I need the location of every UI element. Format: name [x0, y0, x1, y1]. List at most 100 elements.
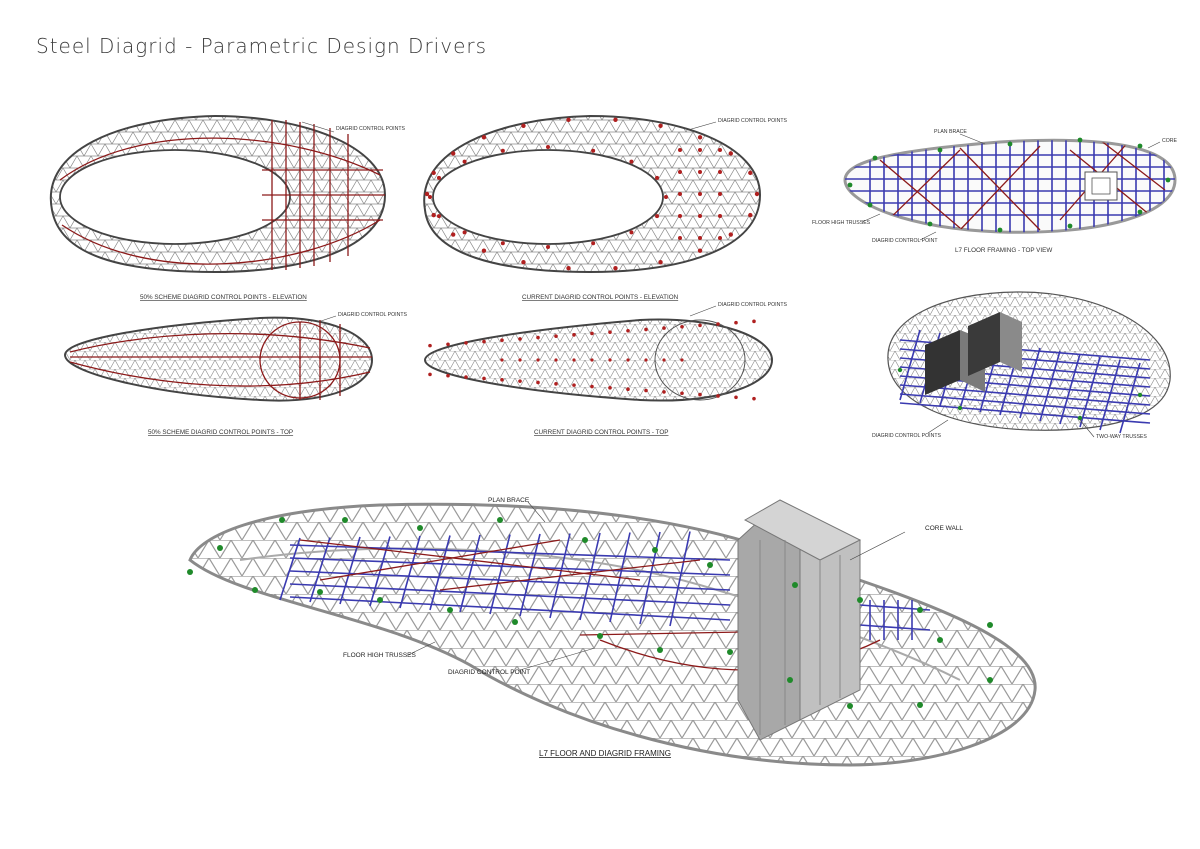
- control-point: [847, 182, 853, 188]
- control-point: [662, 326, 666, 330]
- control-point: [462, 230, 467, 235]
- control-point: [613, 117, 618, 122]
- control-point: [752, 396, 756, 401]
- l4-isometric: DIAGRID CONTROL POINTS TWO-WAY TRUSSES: [872, 291, 1171, 440]
- control-point: [644, 327, 648, 332]
- control-point: [727, 649, 733, 655]
- floor-truss: [459, 534, 481, 613]
- floor-truss: [519, 533, 541, 617]
- control-point: [716, 322, 720, 326]
- control-point: [697, 135, 703, 140]
- control-point: [718, 170, 722, 174]
- two-way-truss: [1099, 359, 1121, 431]
- control-point: [446, 373, 450, 378]
- floor-truss: [289, 570, 731, 591]
- control-point: [792, 582, 798, 588]
- control-point: [377, 597, 383, 603]
- control-point: [1067, 223, 1073, 229]
- elev-50-label: DIAGRID CONTROL POINTS: [336, 126, 406, 132]
- l7-top-plan-brace: PLAN BRACE: [934, 129, 967, 135]
- control-point: [754, 191, 760, 197]
- control-point: [431, 212, 436, 218]
- two-way-truss: [899, 384, 1151, 406]
- control-point: [591, 148, 596, 153]
- control-point: [572, 358, 576, 362]
- two-way-truss: [1039, 350, 1061, 422]
- control-point: [718, 214, 722, 218]
- control-point: [678, 192, 682, 196]
- control-point: [927, 221, 933, 227]
- control-point: [652, 547, 658, 553]
- control-point: [546, 145, 550, 149]
- control-point: [718, 148, 722, 152]
- control-point: [428, 343, 432, 348]
- control-point: [718, 192, 722, 196]
- control-point: [521, 260, 526, 265]
- control-point: [572, 383, 576, 387]
- control-point: [626, 387, 630, 392]
- control-point: [657, 647, 663, 653]
- control-point: [436, 175, 441, 180]
- control-point: [462, 159, 467, 164]
- control-point: [678, 214, 682, 218]
- l7-top-caption: L7 FLOOR FRAMING - TOP VIEW: [955, 247, 1052, 254]
- l7-iso-floor-trusses: FLOOR HIGH TRUSSES: [343, 652, 417, 659]
- control-point: [500, 377, 504, 382]
- control-point: [655, 175, 660, 180]
- control-point: [608, 358, 612, 362]
- control-point: [424, 191, 430, 197]
- control-point: [590, 384, 594, 389]
- control-point: [428, 372, 432, 377]
- floor-truss: [429, 535, 451, 611]
- control-point: [658, 260, 663, 265]
- control-point: [518, 337, 522, 341]
- l7-top-core: CORE: [1162, 138, 1178, 144]
- top-current: DIAGRID CONTROL POINTS CURRENT DIAGRID C…: [423, 302, 788, 436]
- control-point: [917, 607, 923, 613]
- control-point: [626, 358, 630, 362]
- l7-iso-control-point: DIAGRID CONTROL POINT: [448, 669, 530, 676]
- control-point: [698, 148, 702, 152]
- control-point: [1137, 143, 1143, 149]
- l7-core-wall: [737, 499, 862, 741]
- control-point: [450, 151, 456, 156]
- control-point: [680, 324, 684, 329]
- control-point: [590, 358, 594, 362]
- l4-two-way-trusses: TWO-WAY TRUSSES: [1096, 434, 1147, 440]
- control-point: [436, 214, 441, 219]
- control-point: [662, 358, 666, 362]
- control-point: [217, 545, 223, 551]
- control-point: [431, 170, 436, 176]
- control-point: [187, 569, 193, 575]
- control-point: [872, 155, 878, 161]
- top-50-label: DIAGRID CONTROL POINTS: [338, 312, 408, 318]
- floor-truss: [859, 624, 931, 631]
- control-point: [698, 323, 702, 328]
- control-point: [566, 266, 571, 271]
- control-point: [608, 386, 612, 390]
- control-point: [500, 148, 505, 153]
- floor-truss: [309, 537, 331, 603]
- floor-truss: [289, 557, 731, 576]
- control-point: [500, 241, 505, 246]
- control-point: [512, 619, 518, 625]
- control-point: [317, 589, 323, 595]
- control-point: [678, 170, 682, 174]
- elev-50-caption: 50% SCHEME DIAGRID CONTROL POINTS - ELEV…: [140, 294, 307, 301]
- control-point: [554, 358, 558, 362]
- control-point: [536, 380, 540, 385]
- control-point: [446, 342, 450, 347]
- top-50-caption: 50% SCHEME DIAGRID CONTROL POINTS - TOP: [148, 429, 293, 436]
- floor-truss: [579, 532, 601, 621]
- page-title: Steel Diagrid - Parametric Design Driver…: [36, 34, 488, 58]
- control-point: [734, 320, 738, 325]
- control-point: [464, 341, 468, 345]
- control-point: [734, 395, 738, 400]
- l7-top-view: PLAN BRACE CORE FLOOR HIGH TRUSSES DIAGR…: [812, 129, 1178, 254]
- control-point: [417, 525, 423, 531]
- control-point: [1137, 209, 1143, 215]
- floor-truss: [399, 535, 421, 609]
- two-way-truss: [899, 393, 1151, 415]
- control-point: [987, 677, 993, 683]
